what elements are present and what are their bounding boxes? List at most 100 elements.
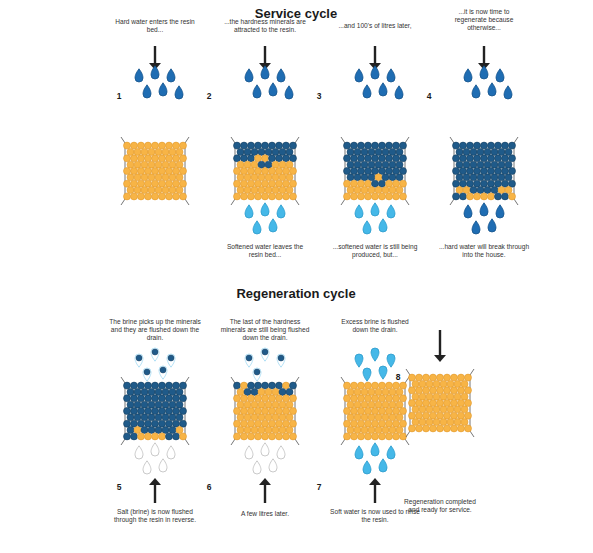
brine-drop <box>387 354 395 367</box>
resin-bead <box>484 161 491 168</box>
resin-bead <box>237 161 244 168</box>
mineral-dot <box>136 355 142 361</box>
resin-bead <box>386 155 393 162</box>
resin-bead <box>124 193 131 200</box>
resin-bead <box>162 187 169 194</box>
resin-bead <box>258 148 265 155</box>
hard-water-drop <box>379 83 387 96</box>
flow-arrow-shaft <box>154 485 156 503</box>
resin-bead <box>467 180 474 187</box>
resin-bead <box>358 142 365 149</box>
resin-bead <box>131 433 138 440</box>
resin-bead <box>248 395 255 402</box>
mineral-dot <box>144 369 150 375</box>
resin-bead <box>180 420 187 427</box>
resin-bead <box>159 180 166 187</box>
resin-bead <box>433 419 440 426</box>
soft-water-drop <box>363 461 371 474</box>
mineral-bubble-group <box>135 348 175 381</box>
resin-bead <box>379 168 386 175</box>
resin-bead <box>237 148 244 155</box>
resin-bead <box>447 419 454 426</box>
resin-bead <box>495 142 502 149</box>
resin-bead <box>145 193 152 200</box>
resin-bead <box>169 414 176 421</box>
resin-bead <box>365 420 372 427</box>
hard-water-drop <box>363 85 371 98</box>
flow-arrow-head <box>259 478 271 485</box>
resin-bead <box>241 420 248 427</box>
brine-drop-outline <box>253 368 261 381</box>
resin-bead <box>276 408 283 415</box>
resin-bead <box>141 414 148 421</box>
resin-tank <box>450 137 518 205</box>
resin-bead <box>234 180 241 187</box>
resin-bead <box>491 187 498 194</box>
resin-bead <box>509 168 516 175</box>
resin-bead <box>354 161 361 168</box>
resin-bead <box>248 382 255 389</box>
resin-bead <box>283 155 290 162</box>
resin-bead <box>361 388 368 395</box>
resin-bead <box>248 168 255 175</box>
resin-bead <box>393 168 400 175</box>
resin-bead <box>148 148 155 155</box>
resin-bead <box>465 374 472 381</box>
resin-bead <box>368 427 375 434</box>
resin-bead <box>283 180 290 187</box>
resin-bead <box>488 193 495 200</box>
step-caption: Salt (brine) is now flushed through the … <box>109 508 201 524</box>
resin-bead <box>145 420 152 427</box>
resin-bead <box>131 155 138 162</box>
resin-bead <box>265 401 272 408</box>
flow-arrow-shaft <box>264 485 266 503</box>
resin-bead <box>372 433 379 440</box>
resin-bead <box>262 193 269 200</box>
resin-tank <box>406 369 474 437</box>
resin-bead <box>237 187 244 194</box>
step-number: 3 <box>312 91 326 101</box>
resin-bead <box>389 148 396 155</box>
resin-bead <box>365 180 372 187</box>
resin-bead <box>176 427 183 434</box>
step-caption: Regeneration completed and ready for ser… <box>400 498 480 514</box>
resin-bead <box>365 193 372 200</box>
resin-bead <box>488 168 495 175</box>
resin-bead <box>176 174 183 181</box>
resin-bead <box>155 388 162 395</box>
resin-bead <box>255 433 262 440</box>
resin-bead <box>155 174 162 181</box>
resin-bead <box>169 161 176 168</box>
hard-water-drop <box>277 69 285 82</box>
hard-water-drop <box>472 85 480 98</box>
resin-bead <box>375 161 382 168</box>
resin-bead <box>463 174 470 181</box>
resin-bead <box>173 193 180 200</box>
resin-bead <box>440 419 447 426</box>
resin-bead <box>241 193 248 200</box>
resin-bead <box>244 427 251 434</box>
resin-bead <box>269 433 276 440</box>
resin-bead <box>269 180 276 187</box>
resin-bead <box>138 433 145 440</box>
resin-bead <box>375 401 382 408</box>
resin-bead <box>265 388 272 395</box>
soft-water-drop <box>371 443 379 456</box>
brine-drop-group <box>355 348 395 381</box>
resin-bead <box>234 382 241 389</box>
step-caption: ...softened water is still being produce… <box>329 243 421 259</box>
resin-bead <box>145 168 152 175</box>
resin-bead <box>138 420 145 427</box>
hard-water-drop <box>504 86 512 99</box>
resin-bead <box>169 187 176 194</box>
step-caption: A few litres later. <box>219 510 311 518</box>
resin-bead <box>396 401 403 408</box>
resin-bead <box>467 142 474 149</box>
resin-bead <box>409 425 416 432</box>
resin-bead <box>393 142 400 149</box>
hard-water-drop-group <box>355 66 403 99</box>
resin-bead <box>386 382 393 389</box>
resin-bead <box>134 414 141 421</box>
resin-bead <box>426 380 433 387</box>
resin-bead <box>152 168 159 175</box>
